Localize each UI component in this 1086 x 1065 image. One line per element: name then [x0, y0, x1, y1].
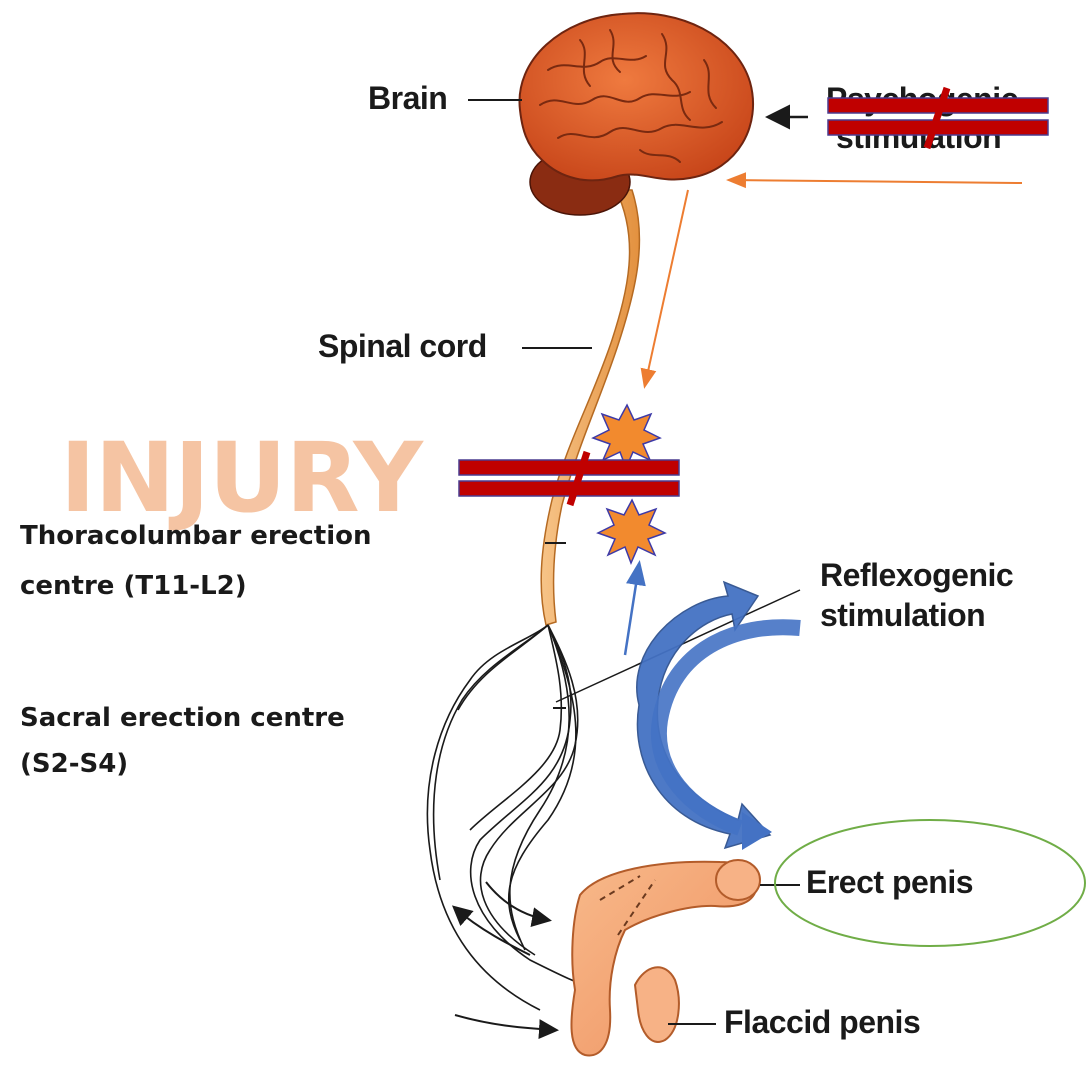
nerve-arrow-lower	[455, 1015, 555, 1030]
orange-arrow-down-cord	[645, 190, 688, 385]
thoracolumbar-label-line1: Thoracolumbar erection	[20, 514, 372, 558]
psychogenic-label-line2: stimulation	[836, 120, 1001, 154]
reflexogenic-label-line2: stimulation	[820, 597, 985, 633]
orange-arrow-to-brain	[730, 180, 1022, 183]
sacral-label-line2: (S2-S4)	[20, 742, 128, 786]
blue-arrow-up	[625, 565, 639, 655]
spinal-cord	[541, 190, 639, 625]
erect-penis-label: Erect penis	[806, 864, 973, 901]
reflex-loop-arrows	[637, 582, 800, 850]
sacral-label-line1: Sacral erection centre	[20, 696, 345, 740]
injury-burst-upper	[593, 405, 660, 468]
nerve-arrow-upper	[486, 882, 548, 920]
flaccid-penis-label: Flaccid penis	[724, 1004, 920, 1041]
psychogenic-label-line1: Psychogenic	[826, 82, 1018, 116]
brain	[519, 13, 753, 180]
injury-burst-lower	[598, 500, 665, 563]
reflexogenic-label-line1: Reflexogenic	[820, 557, 1013, 593]
spinal-cord-label: Spinal cord	[318, 328, 487, 365]
thoracolumbar-label-line2: centre (T11-L2)	[20, 564, 247, 608]
brain-label: Brain	[368, 80, 447, 117]
